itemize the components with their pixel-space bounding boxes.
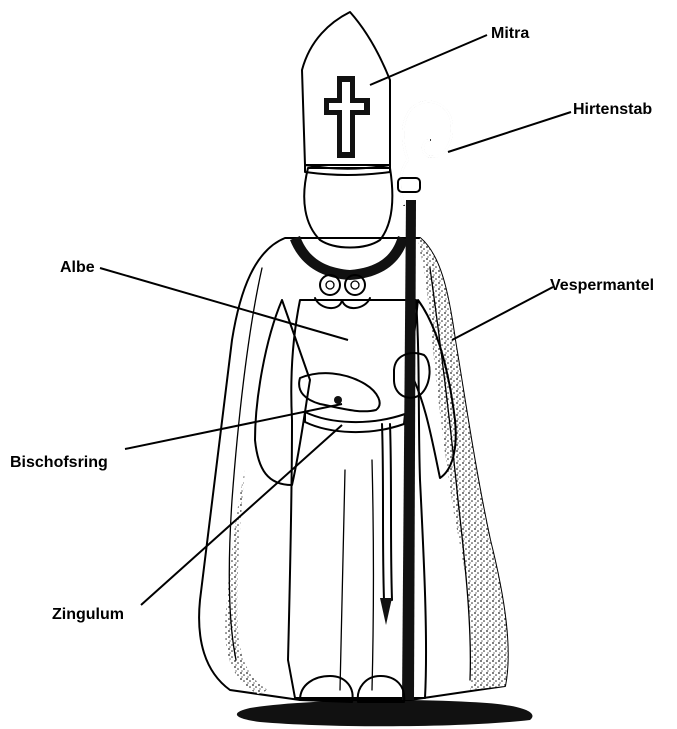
cope-shading-right — [418, 238, 508, 690]
zingulum-cord-2 — [390, 424, 392, 600]
leader-vespermantel — [452, 287, 553, 340]
bishop-illustration — [199, 12, 532, 726]
albe-fold-1 — [340, 470, 345, 690]
cope-clasp — [315, 275, 370, 308]
leader-mitra — [370, 35, 487, 85]
leader-albe — [100, 268, 348, 340]
label-zingulum: Zingulum — [52, 606, 124, 623]
leader-bischofsring — [125, 404, 342, 449]
label-albe: Albe — [60, 259, 95, 276]
hand-left — [299, 373, 380, 411]
label-vespermantel: Vespermantel — [550, 277, 654, 294]
face — [304, 168, 392, 248]
leader-hirtenstab — [448, 112, 571, 152]
albe-fold-2 — [372, 460, 374, 690]
bishofsring-ring — [334, 396, 342, 404]
label-bischofsring: Bischofsring — [10, 454, 108, 471]
zingulum-cord-1 — [382, 424, 384, 600]
label-hirtenstab: Hirtenstab — [573, 101, 652, 118]
zingulum-tassel — [380, 598, 392, 625]
leader-zingulum — [141, 425, 342, 605]
leader-lines — [100, 35, 571, 605]
mitra-cross-inner — [329, 82, 364, 152]
collar — [290, 236, 408, 280]
label-mitra: Mitra — [491, 25, 529, 42]
ground-shadow — [237, 700, 533, 726]
